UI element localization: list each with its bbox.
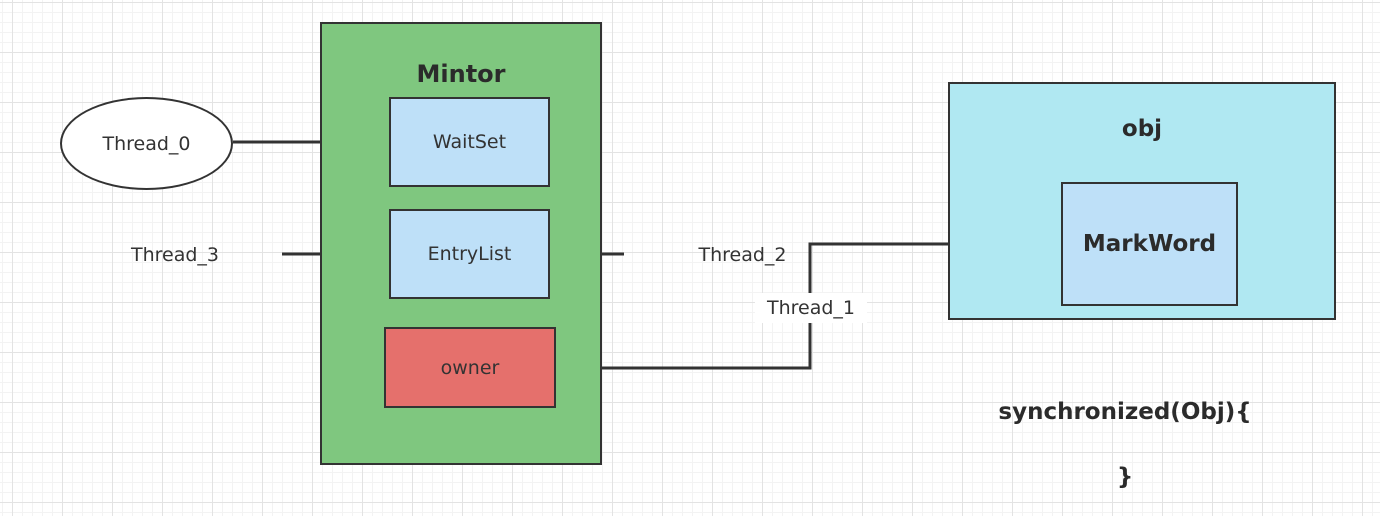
entrylist-box: EntryList: [389, 209, 550, 299]
owner-box: owner: [384, 327, 556, 408]
synchronized-close-brace: }: [1116, 464, 1134, 490]
monitor-title: Mintor: [416, 60, 506, 88]
thread-3-label: Thread_3: [130, 244, 220, 266]
thread-0-ellipse: Thread_0: [60, 97, 233, 190]
thread-2-label: Thread_2: [698, 244, 787, 266]
markword-box: MarkWord: [1061, 182, 1238, 306]
synchronized-open-text: synchronized(Obj){: [998, 399, 1252, 425]
thread-1-label: Thread_1: [755, 293, 867, 323]
waitset-box: WaitSet: [389, 97, 550, 187]
obj-title: obj: [1121, 116, 1163, 142]
